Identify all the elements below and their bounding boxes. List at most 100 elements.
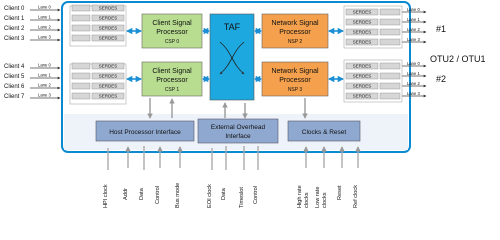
lane-label: Lane 1 — [407, 17, 420, 22]
reset-label: Reset — [337, 185, 343, 200]
csp1-id: CSP 1 — [165, 87, 180, 93]
serdes-slot — [71, 92, 91, 100]
right-serdes-row: SERDES Lane 0 — [345, 7, 420, 16]
left-lane-label: Lane 3 — [38, 93, 51, 98]
serdes-box — [91, 82, 125, 90]
group-1-label: #1 — [436, 24, 447, 34]
serdes-slot — [71, 72, 91, 80]
lane-label: Lane 0 — [407, 61, 420, 66]
right-serdes-row: SERDES Lane 2 — [345, 81, 420, 90]
eoi-control-label: Control — [253, 185, 259, 204]
left-serdes-row: SERDES — [71, 34, 125, 42]
taf-block: TAF — [209, 13, 255, 101]
left-lane-label: Lane 2 — [38, 83, 51, 88]
nsp2-title-1: Network Signal — [271, 20, 319, 27]
serdes-box — [345, 62, 379, 70]
timeslot-label: Timeslot — [239, 187, 245, 208]
serdes-box — [345, 18, 379, 26]
left-lane-label: Lane 0 — [38, 63, 51, 68]
serdes-label: SERDES — [99, 26, 118, 31]
client-lines-left — [30, 8, 61, 100]
serdes-box — [345, 8, 379, 16]
serdes-label: SERDES — [353, 20, 372, 25]
serdes-slot — [379, 18, 401, 26]
serdes-label: SERDES — [353, 30, 372, 35]
serdes-label: SERDES — [353, 84, 372, 89]
block-diagram: SERDESSERDESSERDESSERDESSERDESSERDESSERD… — [30, 1, 427, 170]
client-2-label: Client 2 — [4, 26, 25, 32]
serdes-slot — [379, 8, 401, 16]
low-rate-label-2: clocks — [322, 192, 328, 208]
left-serdes-row: SERDES — [71, 24, 125, 32]
nsp3-title-2: Processor — [279, 77, 311, 84]
csp0-title-1: Client Signal — [152, 20, 192, 27]
serdes-slot — [71, 62, 91, 70]
right-serdes-row: SERDES Lane 3 — [345, 37, 420, 46]
serdes-label: SERDES — [99, 36, 118, 41]
taf-label: TAF — [224, 22, 241, 32]
serdes-box — [345, 92, 379, 100]
ref-clock-label: Ref clock — [353, 184, 359, 208]
lane-label: Lane 3 — [407, 91, 420, 96]
client-4-label: Client 4 — [4, 64, 25, 70]
serdes-box — [345, 82, 379, 90]
addr-label: Addr — [123, 188, 129, 200]
csp1-title-2: Processor — [156, 77, 188, 84]
serdes-slot — [379, 92, 401, 100]
serdes-slot — [71, 24, 91, 32]
host-processor-interface: Host Processor Interface — [95, 120, 195, 142]
left-serdes-row: SERDES — [71, 92, 125, 100]
serdes-slot — [379, 72, 401, 80]
eoh-label-1: External Overhead — [211, 124, 266, 131]
high-rate-label-2: clocks — [304, 192, 310, 208]
client-0-label: Client 0 — [4, 6, 25, 12]
serdes-label: SERDES — [99, 64, 118, 69]
left-serdes-row: SERDES — [71, 82, 125, 90]
left-lane-label: Lane 1 — [38, 73, 51, 78]
group-2-label: #2 — [436, 74, 447, 84]
clocks-label: Clocks & Reset — [302, 129, 347, 136]
right-serdes-row: SERDES Lane 2 — [345, 27, 420, 36]
lane-label: Lane 2 — [407, 27, 420, 32]
eoi-clock-label: EOI clock — [207, 184, 213, 208]
lane-label: Lane 3 — [407, 37, 420, 42]
csp1-block: Client Signal Processor CSP 1 — [141, 61, 203, 97]
lane-label: Lane 0 — [407, 7, 420, 12]
left-lane-label: Lane 1 — [38, 15, 51, 20]
serdes-label: SERDES — [99, 84, 118, 89]
client-7-label: Client 7 — [4, 94, 25, 100]
serdes-box — [91, 92, 125, 100]
left-serdes-row: SERDES — [71, 4, 125, 12]
nsp2-title-2: Processor — [279, 29, 311, 36]
serdes-box — [91, 62, 125, 70]
lane-label: Lane 2 — [407, 81, 420, 86]
clocks-reset-block: Clocks & Reset — [287, 120, 361, 142]
serdes-label: SERDES — [99, 16, 118, 21]
client-5-label: Client 5 — [4, 74, 25, 80]
serdes-label: SERDES — [99, 74, 118, 79]
nsp3-id: NSP 3 — [288, 87, 303, 93]
external-overhead-interface: External Overhead Interface — [197, 118, 279, 144]
serdes-slot — [379, 38, 401, 46]
nsp2-id: NSP 2 — [288, 39, 303, 45]
nsp3-title-1: Network Signal — [271, 68, 319, 75]
left-serdes-row: SERDES — [71, 72, 125, 80]
control-label: Control — [155, 185, 161, 204]
serdes-slot — [379, 62, 401, 70]
client-6-label: Client 6 — [4, 84, 25, 90]
client-3-label: Client 3 — [4, 36, 25, 42]
low-rate-label-1: Low rate — [315, 186, 321, 208]
serdes-label: SERDES — [353, 10, 372, 15]
bottom-signal-arrows — [107, 146, 361, 170]
serdes-label: SERDES — [353, 74, 372, 79]
right-serdes-row: SERDES Lane 0 — [345, 61, 420, 70]
serdes-label: SERDES — [99, 6, 118, 11]
hpi-clock-label: HPI clock — [103, 184, 109, 208]
serdes-label: SERDES — [353, 64, 372, 69]
high-rate-label-1: High rate — [297, 185, 303, 208]
serdes-label: SERDES — [353, 40, 372, 45]
left-lane-label: Lane 2 — [38, 25, 51, 30]
